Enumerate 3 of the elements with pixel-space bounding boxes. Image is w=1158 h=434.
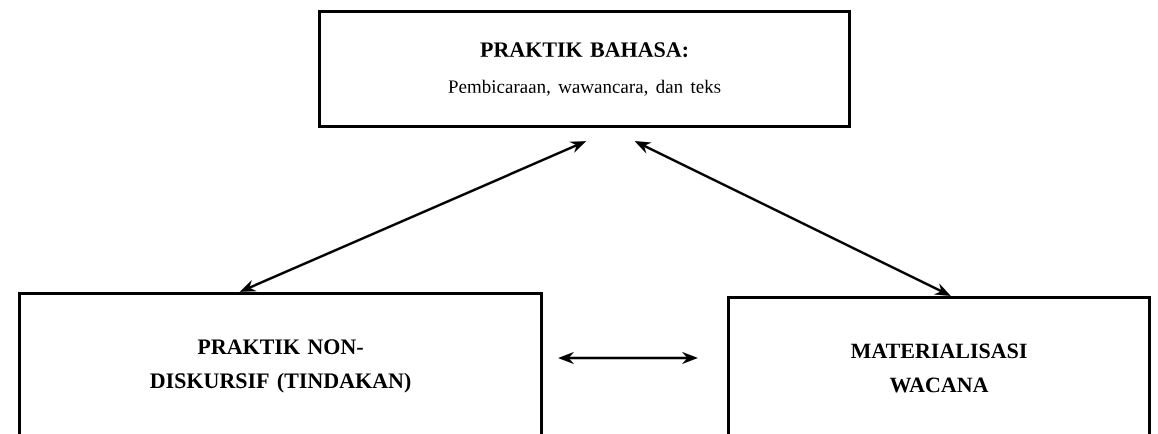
text-box: PRAKTIK BAHASA: Pembicaraan, wawancara, dan teks (318, 10, 851, 128)
text-box: PRAKTIK NON-DISKURSIF (TINDAKAN) (18, 292, 543, 434)
text-box: MATERIALISASI WACANA (727, 296, 1151, 434)
